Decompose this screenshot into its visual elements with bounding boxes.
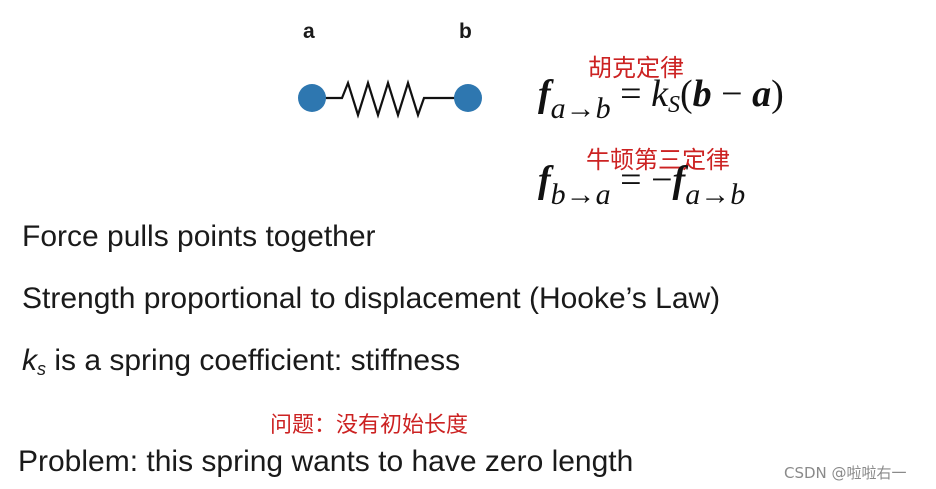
- eq1-k-subscript: S: [667, 92, 680, 118]
- newton-third-annotation: 牛顿第三定律: [586, 146, 730, 174]
- node-b-label: b: [459, 20, 472, 43]
- eq1-k: k: [651, 73, 668, 115]
- eq1-b: b: [692, 73, 712, 115]
- equation-newton: fb→a = −fa→b: [538, 158, 745, 210]
- node-a-label: a: [303, 20, 315, 43]
- spring-coil: [312, 79, 466, 119]
- ks-symbol: k: [22, 344, 37, 377]
- spring-diagram: [298, 79, 482, 119]
- eq2-equals: =: [620, 159, 642, 201]
- node-b: [454, 84, 482, 112]
- csdn-watermark: CSDN @啦啦右一: [784, 464, 907, 482]
- eq1-close-paren: ): [771, 73, 784, 115]
- eq1-subscript: a→b: [550, 92, 611, 125]
- eq2-minus: −: [651, 159, 673, 201]
- bullet-line-2: Strength proportional to displacement (H…: [22, 282, 721, 315]
- problem-annotation: 问题：没有初始长度: [270, 413, 469, 438]
- node-a: [298, 84, 326, 112]
- hooke-law-annotation: 胡克定律: [588, 54, 684, 82]
- eq1-force-symbol: f: [538, 73, 551, 115]
- eq2-rhs-force-symbol: f: [672, 159, 686, 201]
- eq2-rhs-subscript: a→b: [685, 178, 746, 211]
- equation-hooke: fa→b = kS(b − a): [538, 72, 784, 124]
- eq1-a: a: [752, 73, 772, 115]
- eq2-force-symbol: f: [538, 159, 551, 201]
- bullet-line-4: Problem: this spring wants to have zero …: [18, 445, 634, 478]
- ks-subscript: s: [37, 359, 46, 379]
- bullet-line-1: Force pulls points together: [22, 220, 376, 253]
- eq2-subscript: b→a: [550, 178, 611, 211]
- eq1-equals: =: [620, 73, 642, 115]
- eq1-open-paren: (: [679, 73, 693, 115]
- eq1-minus: −: [721, 73, 743, 115]
- bullet-line-3: ks is a spring coefficient: stiffness: [22, 344, 460, 380]
- bullet-line-3-text: is a spring coefficient: stiffness: [46, 344, 461, 377]
